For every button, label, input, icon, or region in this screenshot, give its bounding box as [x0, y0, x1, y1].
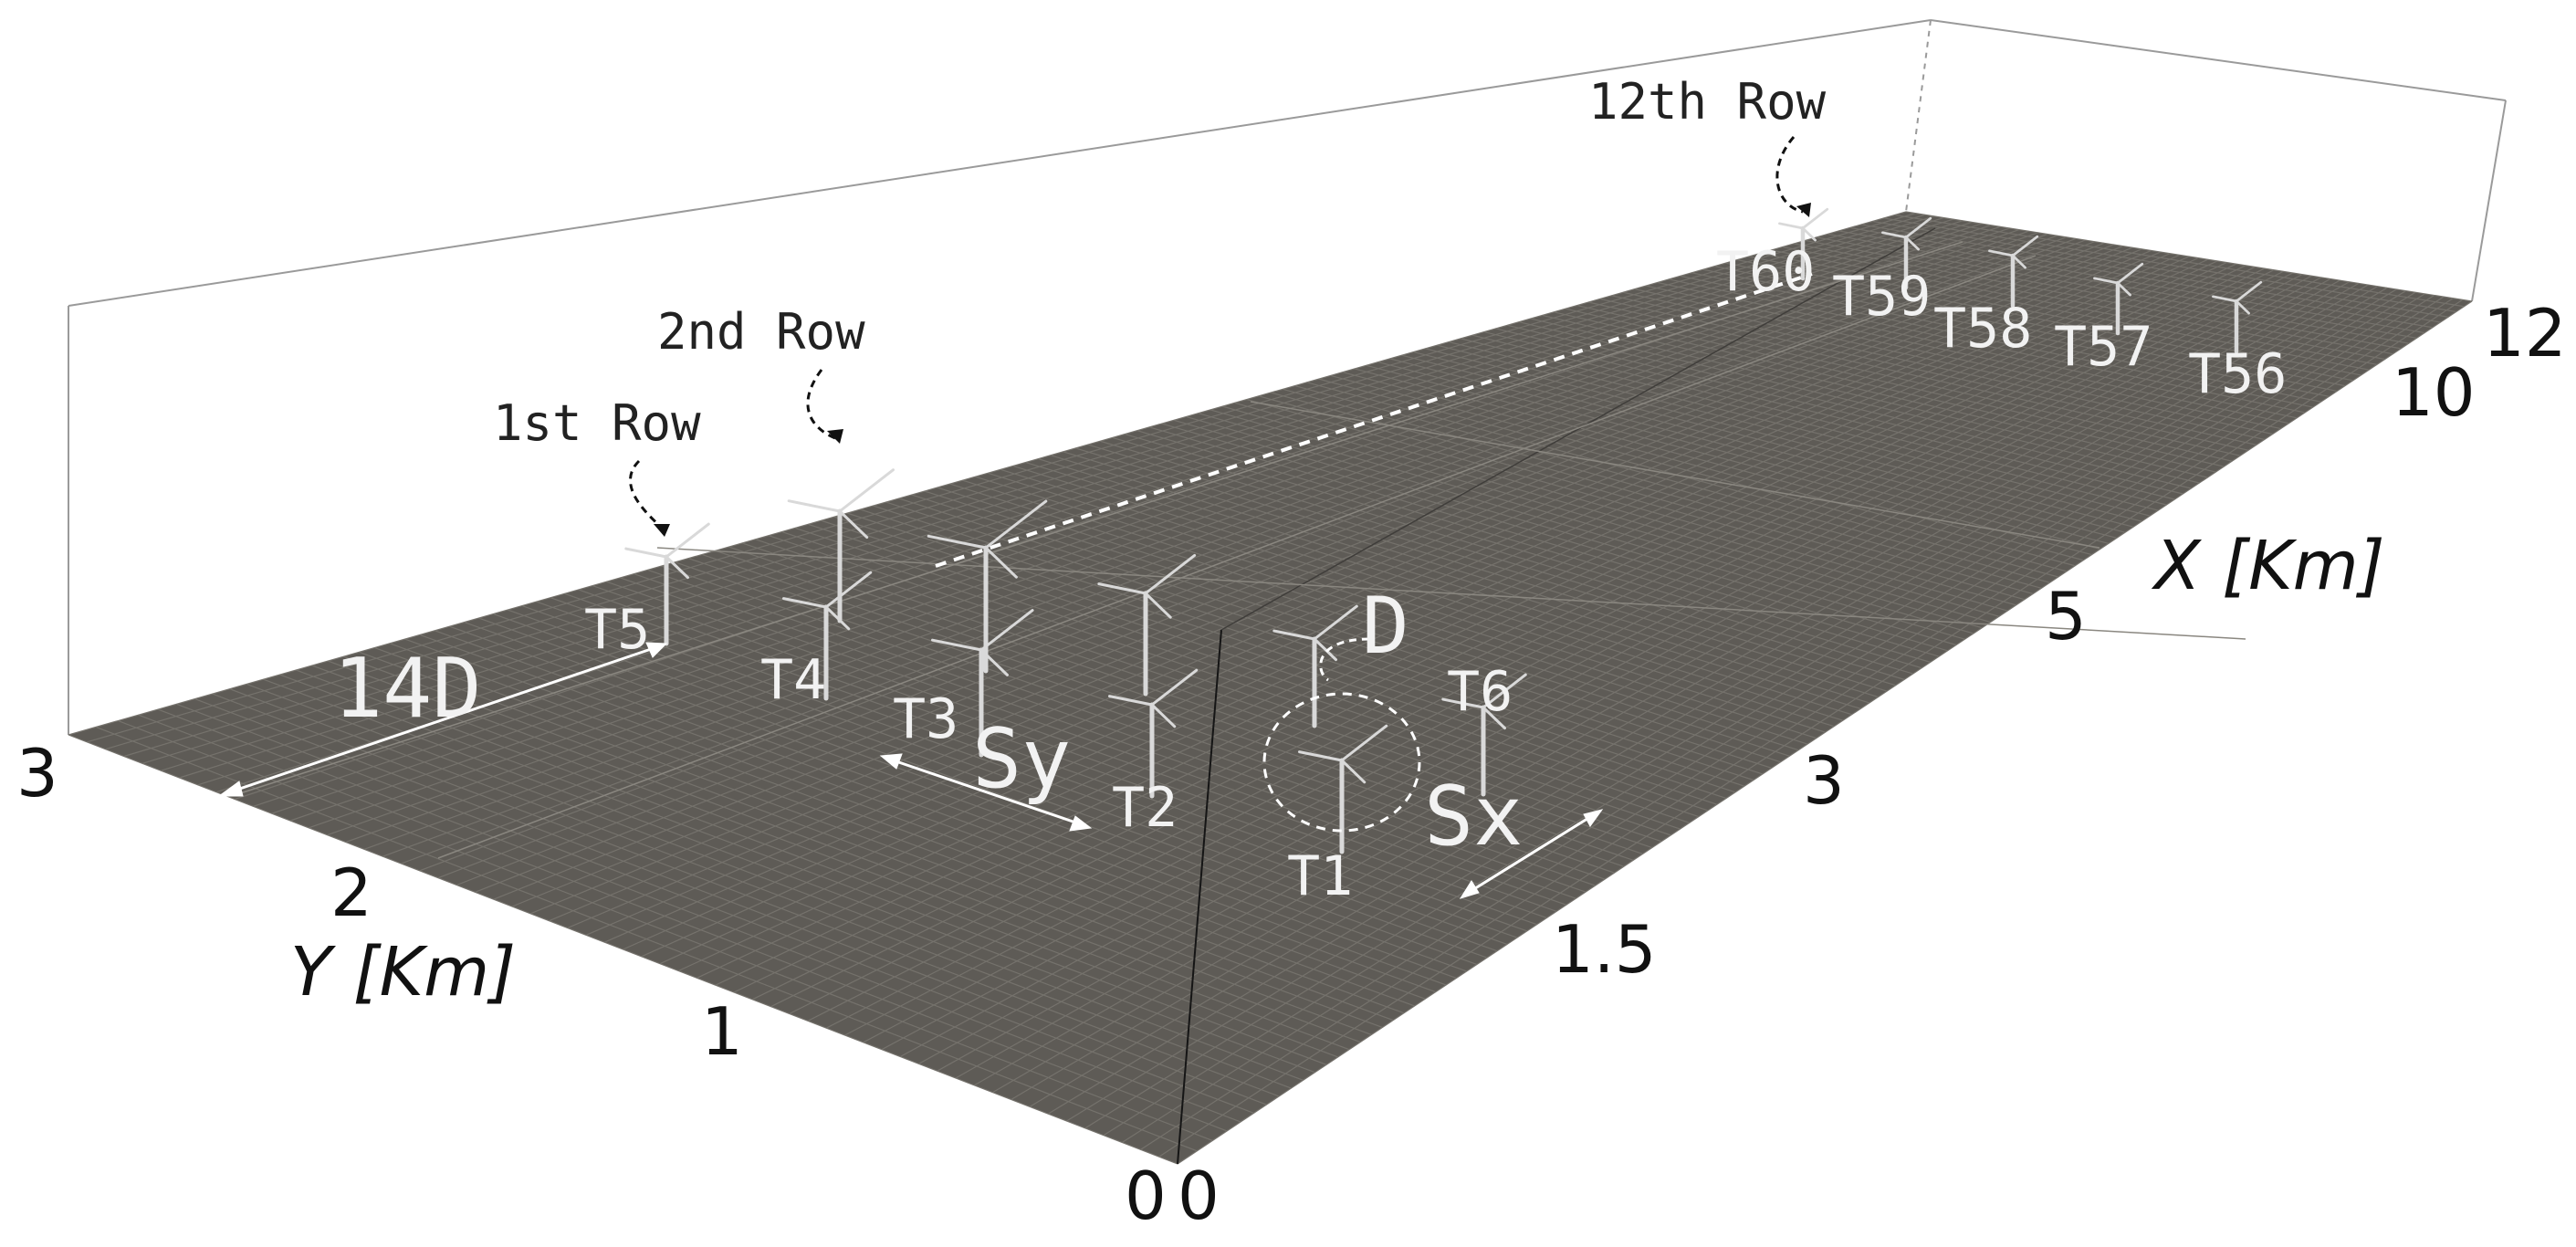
turbine-marker — [787, 468, 895, 624]
turbine-marker — [1097, 553, 1197, 697]
row-dashed-line — [935, 272, 1813, 568]
ground-mesh — [68, 211, 2473, 1165]
turbine-marker — [1778, 207, 1829, 281]
turbine-label-t58: T58 — [1933, 297, 2032, 361]
x-tick-3: 3 — [1803, 742, 1845, 819]
turbine-marker — [931, 609, 1034, 758]
y-tick-2: 2 — [330, 854, 372, 931]
y-tick-3: 3 — [16, 735, 58, 812]
fetch-arrow — [223, 644, 663, 796]
diameter-label: D — [1362, 581, 1409, 672]
turbine-label-t1: T1 — [1287, 844, 1353, 908]
y-tick-0: 0 — [1125, 1158, 1167, 1234]
turbine-labels: T1 T2 T3 T4 T5 T6 T56 T57 T58 T59 T60 — [584, 240, 2287, 908]
row-pointers — [629, 136, 1804, 529]
turbine-marker — [624, 522, 710, 646]
x-tick-1-5: 1.5 — [1552, 911, 1657, 988]
second-row-pointer — [806, 369, 836, 440]
spacing-x-arrow — [1464, 811, 1598, 896]
turbine-label-t2: T2 — [1112, 776, 1178, 840]
turbine-label-t57: T57 — [2054, 315, 2152, 379]
twelfth-row-pointer — [1775, 136, 1804, 214]
annotations — [217, 272, 1813, 899]
ground-plane — [68, 212, 2472, 1164]
spacing-y-label: Sy — [972, 711, 1071, 807]
spacing-y-arrow — [885, 756, 1087, 828]
diameter-pointer — [1319, 637, 1370, 682]
y-axis-title: Y [Km] — [290, 933, 516, 1011]
x-tick-5: 5 — [2045, 578, 2087, 655]
turbine-marker — [1881, 216, 1932, 290]
turbine-label-t3: T3 — [893, 687, 958, 751]
turbine-label-t4: T4 — [760, 648, 826, 712]
turbine-label-t56: T56 — [2188, 342, 2287, 406]
turbine-marker — [1297, 724, 1388, 854]
axis-guides — [236, 227, 2246, 1165]
turbine-marker — [1988, 235, 2039, 309]
spacing-x-label: Sx — [1424, 769, 1523, 865]
second-row-label: 2nd Row — [657, 303, 865, 361]
turbine-marker — [1272, 604, 1358, 728]
row-pointer-heads — [654, 203, 1811, 537]
turbine-label-t60: T60 — [1716, 240, 1815, 304]
twelfth-row-label: 12th Row — [1588, 73, 1827, 131]
wind-turbines — [624, 207, 2263, 854]
y-tick-1: 1 — [701, 993, 743, 1070]
y-axis-ticks: 3 2 1 0 — [16, 735, 1167, 1234]
first-row-label: 1st Row — [493, 394, 701, 452]
fetch-label: 14D — [333, 641, 482, 737]
x-tick-12: 12 — [2483, 295, 2567, 372]
turbine-marker — [2093, 262, 2144, 336]
turbine-marker — [927, 499, 1048, 674]
turbine-label-t5: T5 — [584, 598, 650, 662]
x-axis-ticks: 0 1.5 3 5 10 12 — [1178, 295, 2567, 1234]
turbine-marker — [1441, 673, 1527, 797]
turbine-marker — [2212, 280, 2263, 354]
turbine-label-t59: T59 — [1832, 265, 1931, 329]
turbine-marker — [1107, 668, 1199, 799]
domain-box-back — [68, 19, 2507, 735]
x-axis-title: X [Km] — [2151, 527, 2385, 605]
turbine-marker — [781, 571, 873, 701]
rotor-diameter-circle — [1262, 692, 1421, 833]
turbine-label-t6: T6 — [1447, 660, 1513, 724]
x-tick-10: 10 — [2392, 354, 2476, 431]
first-row-pointer — [629, 459, 664, 529]
x-tick-0: 0 — [1178, 1158, 1220, 1234]
